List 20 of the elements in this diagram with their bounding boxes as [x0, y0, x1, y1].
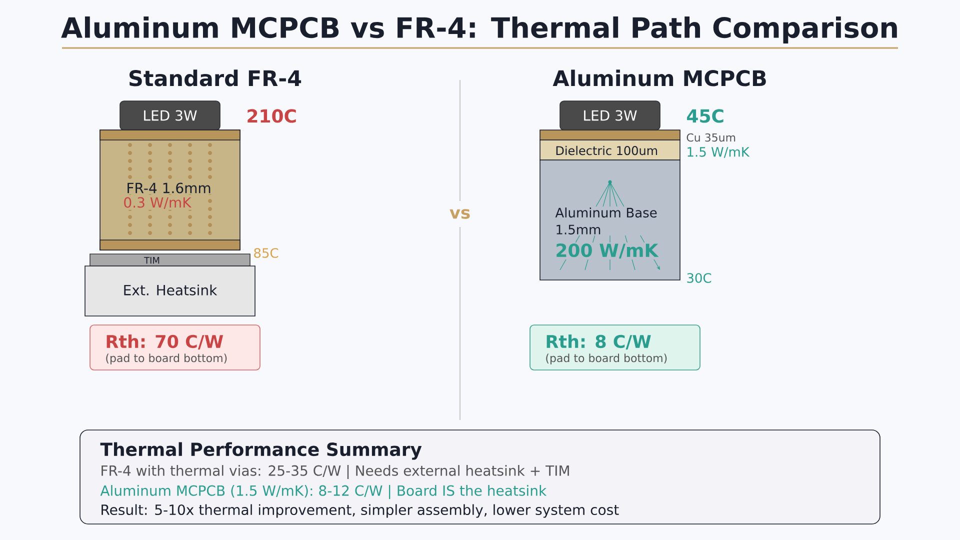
result-box: Rth: 70 C/W (pad to board bottom): [90, 324, 260, 370]
vs-label: vs: [448, 208, 472, 220]
led-package: LED 3W: [120, 100, 220, 130]
temperature-label: 85C: [252, 247, 280, 259]
tim-layer: TIM: [90, 254, 250, 266]
heatsink-block: Ext. Heatsink: [84, 266, 256, 316]
temperature-label: 45C: [685, 108, 726, 124]
aluminum-base: Aluminum Base 1.5mm 200 W/mK: [540, 160, 680, 280]
title: Aluminum MCPCB vs FR-4: Thermal Path Comparison: [61, 16, 897, 44]
dielectric-layer: Dielectric 100um: [540, 140, 680, 160]
conductivity-label: 1.5 W/mK: [688, 147, 750, 158]
summary-panel: Thermal Performance Summary FR-4 with thermal vias: 25-35 C/W | Needs external heatsink + TIM Aluminum MCPCB (1.5 W/mK): 8-12 C/W | Board IS the heatsink Result: 5-10x thermal improvement, simpler assembly, lower system cost: [80, 430, 880, 524]
temperature-label: 30C: [687, 273, 712, 283]
column-heading: Aluminum MCPCB: [552, 68, 768, 88]
column-heading: Standard FR-4: [126, 68, 304, 88]
temperature-label: 210C: [245, 108, 298, 124]
led-package: LED 3W: [560, 100, 660, 130]
layer-label: Cu 35um: [685, 132, 738, 143]
pcb-board: FR-4 1.6mm 0.3 W/mK: [100, 130, 240, 250]
result-box: Rth: 8 C/W (pad to board bottom): [530, 324, 700, 370]
